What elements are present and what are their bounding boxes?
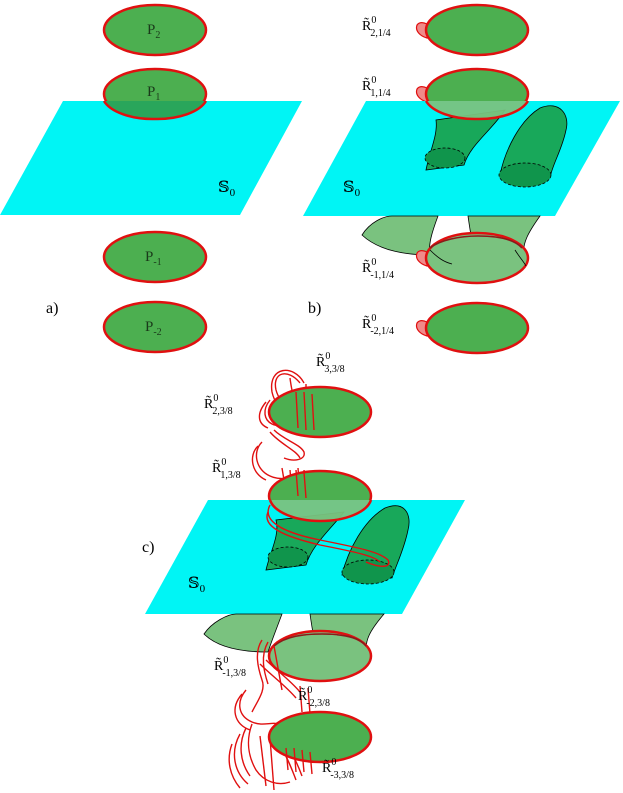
panel-b-tag: b) bbox=[308, 300, 321, 317]
tube-c-left-lower bbox=[203, 613, 283, 653]
label-r-2-c: R̃0-2,3/8 bbox=[298, 685, 330, 709]
disc-p2 bbox=[102, 3, 208, 57]
plane-s0-a-label: 𝕊0 bbox=[218, 179, 236, 199]
panel-c: 𝕊0 bbox=[142, 351, 465, 791]
plane-s0-b-label: 𝕊0 bbox=[343, 179, 361, 199]
plane-s0-a bbox=[0, 101, 302, 215]
panel-a-tag: a) bbox=[46, 300, 58, 317]
tube-b-left-lower bbox=[361, 215, 439, 256]
tube-b-right-upper bbox=[499, 105, 568, 179]
disc-c-2 bbox=[267, 710, 373, 764]
disc-c2 bbox=[267, 385, 373, 439]
tube-b-left-cross bbox=[424, 147, 466, 169]
petal-b3 bbox=[415, 250, 428, 267]
disc-c-1 bbox=[267, 629, 373, 683]
label-r-1-c: R̃0-1,3/8 bbox=[214, 655, 246, 679]
disc-b2 bbox=[424, 3, 530, 57]
tube-c-right-cross bbox=[341, 559, 395, 585]
disc-p-1 bbox=[102, 230, 208, 284]
disc-p1-lower bbox=[104, 101, 206, 120]
tube-b-right-cross bbox=[498, 162, 552, 188]
disc-p-2-label: P-2 bbox=[145, 319, 162, 338]
label-r-2-b: R̃0-2,1/4 bbox=[362, 313, 394, 337]
disc-b-1 bbox=[424, 231, 530, 285]
disc-p1-label: P1 bbox=[147, 84, 160, 103]
tangle-c-bottom bbox=[228, 639, 311, 791]
label-r-1-b: R̃0-1,1/4 bbox=[362, 257, 394, 281]
disc-p-1-label: P-1 bbox=[145, 249, 162, 268]
panel-c-tag: c) bbox=[142, 539, 154, 556]
disc-p-2 bbox=[102, 300, 208, 354]
tube-c-left-cross bbox=[267, 546, 309, 568]
label-r-3-c: R̃0-3,3/8 bbox=[322, 757, 354, 781]
petal-b4 bbox=[415, 320, 428, 337]
plane-s0-c-label: 𝕊0 bbox=[188, 575, 206, 595]
disc-b-2 bbox=[424, 301, 530, 355]
tube-c-right-upper bbox=[341, 505, 410, 579]
panel-a: P2 P1 𝕊0 P-1 P-2 a) bbox=[0, 3, 302, 354]
disc-p2-label: P2 bbox=[147, 22, 160, 41]
petal-b1 bbox=[415, 22, 428, 39]
